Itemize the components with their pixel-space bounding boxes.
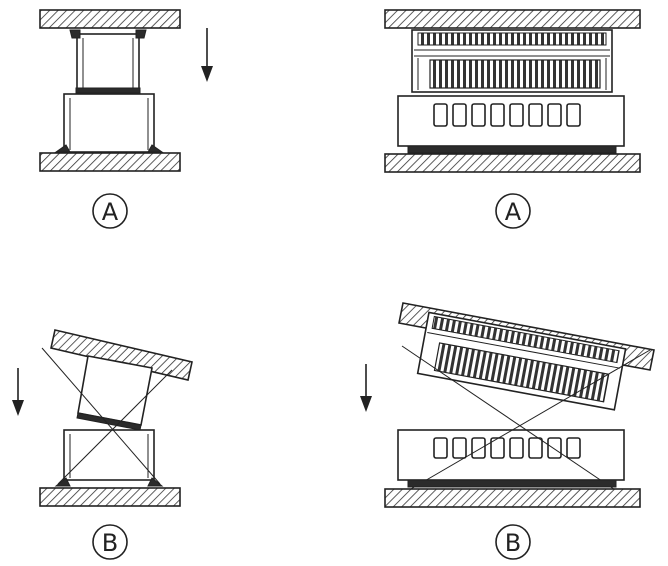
down-arrow-icon (201, 28, 213, 82)
lower-box (63, 93, 155, 153)
svg-text:B: B (505, 529, 521, 557)
bottom-plate (384, 488, 641, 508)
bottom-plate (39, 152, 181, 172)
label-b-bottom-right: B (495, 524, 531, 560)
clip-right (135, 29, 147, 39)
contact-strip (407, 479, 617, 488)
contact-strip (407, 145, 617, 154)
panel-bottom-right: B (360, 302, 655, 560)
panel-top-left: A (39, 9, 213, 229)
bottom-plate (39, 487, 181, 507)
cell-windows (433, 103, 581, 127)
top-plate (39, 9, 181, 29)
down-arrow-icon (12, 368, 24, 416)
lower-box (63, 429, 155, 481)
panel-top-right: A (384, 9, 641, 229)
tilted-top-plate (50, 329, 193, 381)
clip-left (69, 29, 81, 39)
upper-box (76, 33, 140, 91)
bottom-plate (384, 153, 641, 173)
cell-windows (433, 437, 581, 459)
contact-strip (75, 87, 141, 94)
panel-bottom-left: B (12, 329, 193, 560)
svg-text:A: A (505, 198, 522, 226)
svg-text:B: B (102, 529, 118, 557)
label-a-top-left: A (92, 193, 128, 229)
down-arrow-icon (360, 364, 372, 412)
label-a-top-right: A (495, 193, 531, 229)
top-plate (384, 9, 641, 29)
tilted-heatsink (416, 311, 627, 411)
svg-text:A: A (102, 198, 119, 226)
label-b-bottom-left: B (92, 524, 128, 560)
